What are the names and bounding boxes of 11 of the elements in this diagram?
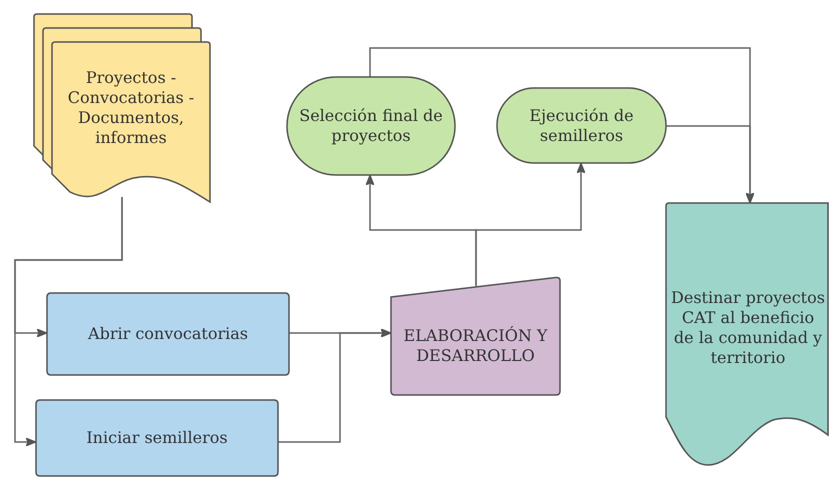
node-label: Ejecución de semilleros bbox=[528, 106, 635, 146]
node-label: Iniciar semilleros bbox=[86, 428, 228, 448]
arrow bbox=[278, 328, 392, 443]
node-label: Abrir convocatorias bbox=[88, 324, 248, 344]
node-label: Selección final de proyectos bbox=[298, 106, 444, 146]
node-label: ELABORACIÓN Y DESARROLLO bbox=[402, 326, 549, 366]
arrow bbox=[475, 162, 586, 286]
arrow bbox=[666, 125, 754, 204]
node-label: Destinar proyectos CAT al beneficio de la comunidad y territorio bbox=[670, 288, 826, 368]
arrow bbox=[14, 197, 123, 446]
node-label: Proyectos - Convocatorias - Documentos, informes bbox=[66, 68, 196, 148]
